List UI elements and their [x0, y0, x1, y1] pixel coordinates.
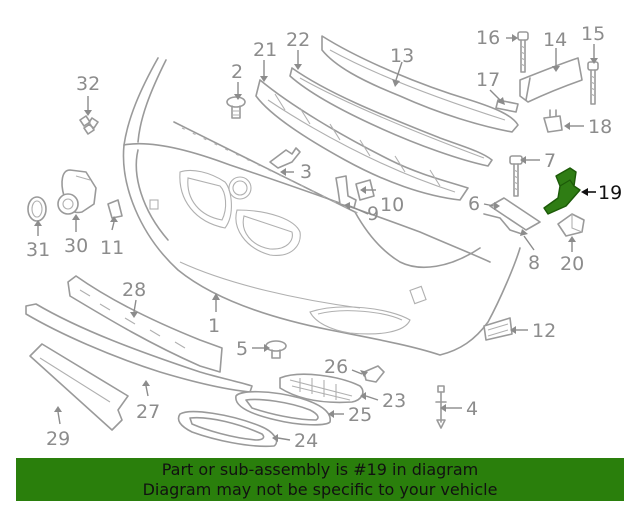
callout-5: 5 — [236, 338, 248, 360]
callout-19-highlighted: 19 — [598, 182, 622, 204]
part-19-highlighted — [543, 167, 581, 215]
callout-4: 4 — [466, 398, 478, 420]
part-clip-32 — [79, 115, 99, 135]
callout-15: 15 — [581, 23, 605, 45]
callout-12: 12 — [532, 320, 556, 342]
part-bracket-strip — [289, 67, 493, 167]
callout-25: 25 — [348, 404, 372, 426]
callout-28: 28 — [122, 279, 146, 301]
callout-9: 9 — [367, 203, 379, 225]
parts-diagram: 1 2 3 4 5 6 7 8 9 10 11 12 13 14 15 16 1… — [25, 23, 622, 452]
callout-2: 2 — [231, 61, 243, 83]
part-pad-11 — [107, 199, 123, 219]
part-ring-31 — [27, 196, 47, 222]
callout-17: 17 — [476, 69, 500, 91]
part-bracket-small — [269, 147, 301, 169]
callout-18: 18 — [588, 116, 612, 138]
banner-line-part: Part or sub-assembly is #19 in diagram — [161, 460, 479, 479]
callout-30: 30 — [64, 235, 88, 257]
part-upper-carrier — [321, 35, 519, 133]
callout-6: 6 — [468, 193, 480, 215]
callout-29: 29 — [46, 428, 70, 450]
callout-8: 8 — [528, 252, 540, 274]
callout-7: 7 — [544, 150, 556, 172]
part-block-20 — [557, 213, 585, 237]
part-strip-28 — [67, 275, 223, 373]
part-absorber — [255, 79, 469, 201]
callout-14: 14 — [543, 29, 567, 51]
callout-23: 23 — [382, 390, 406, 412]
part-side-bracket — [519, 57, 583, 103]
part-plate-base-29 — [29, 343, 129, 431]
part-screw-5 — [265, 340, 287, 359]
callout-13: 13 — [390, 45, 414, 67]
callout-16: 16 — [476, 27, 500, 49]
callout-3: 3 — [300, 161, 312, 183]
callout-24: 24 — [294, 430, 318, 452]
part-lower-bracket-6 — [489, 197, 541, 231]
callout-26: 26 — [324, 356, 348, 378]
callout-22: 22 — [286, 29, 310, 51]
part-clip — [226, 96, 246, 119]
callout-10: 10 — [380, 194, 404, 216]
callout-11: 11 — [100, 237, 124, 259]
part-grille-24 — [177, 410, 278, 448]
callout-numbers: 1 2 3 4 5 6 7 8 9 10 11 12 13 14 15 16 1… — [26, 23, 622, 452]
callout-1: 1 — [208, 315, 220, 337]
callout-leaders — [34, 34, 598, 442]
callout-21: 21 — [253, 39, 277, 61]
part-sensor-30 — [57, 169, 97, 215]
callout-27: 27 — [136, 401, 160, 423]
part-bolts — [435, 31, 599, 429]
banner-line-disclaimer: Diagram may not be specific to your vehi… — [142, 480, 498, 499]
highlight-notice-banner: Part or sub-assembly is #19 in diagram D… — [16, 458, 624, 501]
part-grille-insert-12 — [483, 317, 513, 341]
part-grille-25 — [235, 390, 331, 426]
part-side-piece-8 — [483, 213, 523, 235]
callout-31: 31 — [26, 239, 50, 261]
callout-32: 32 — [76, 73, 100, 95]
callout-20: 20 — [560, 253, 584, 275]
